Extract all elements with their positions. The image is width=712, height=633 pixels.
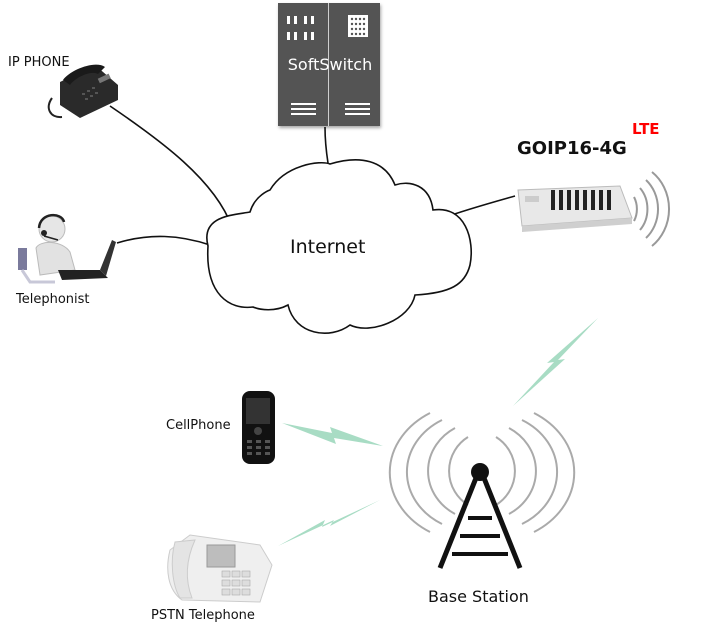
pstn-telephone-icon xyxy=(167,534,273,603)
base-station-waves-icon xyxy=(388,412,576,533)
link-softswitch-internet xyxy=(324,126,329,164)
telephonist-icon xyxy=(18,214,116,284)
softswitch-label: SoftSwitch xyxy=(287,55,373,74)
wireless-bolt-goip-base xyxy=(513,318,598,406)
lte-badge: LTE xyxy=(632,120,660,138)
cellphone-icon xyxy=(242,391,275,464)
cellphone-label: CellPhone xyxy=(166,418,231,433)
internet-cloud xyxy=(206,159,472,334)
link-telephonist-internet xyxy=(116,235,211,246)
goip-signal-waves-icon xyxy=(633,171,671,247)
wireless-links xyxy=(278,318,598,546)
softswitch-server: SoftSwitch xyxy=(278,3,380,126)
softswitch-server-icon xyxy=(287,15,370,115)
radio-tower-icon xyxy=(437,463,523,569)
base-station-label: Base Station xyxy=(428,587,529,606)
link-ipphone-internet xyxy=(109,105,233,228)
wireless-bolt-cellphone-base xyxy=(282,423,383,446)
ip-phone-label: IP PHONE xyxy=(8,55,70,70)
wireless-bolt-pstn-base xyxy=(278,500,380,546)
pstn-telephone-label: PSTN Telephone xyxy=(151,608,255,623)
ip-phone-icon xyxy=(47,64,118,119)
telephonist-label: Telephonist xyxy=(16,292,90,307)
goip-label: GOIP16-4G xyxy=(517,138,627,159)
softswitch-divider xyxy=(328,3,329,126)
goip-gateway-icon xyxy=(517,185,633,232)
internet-label: Internet xyxy=(290,236,366,258)
